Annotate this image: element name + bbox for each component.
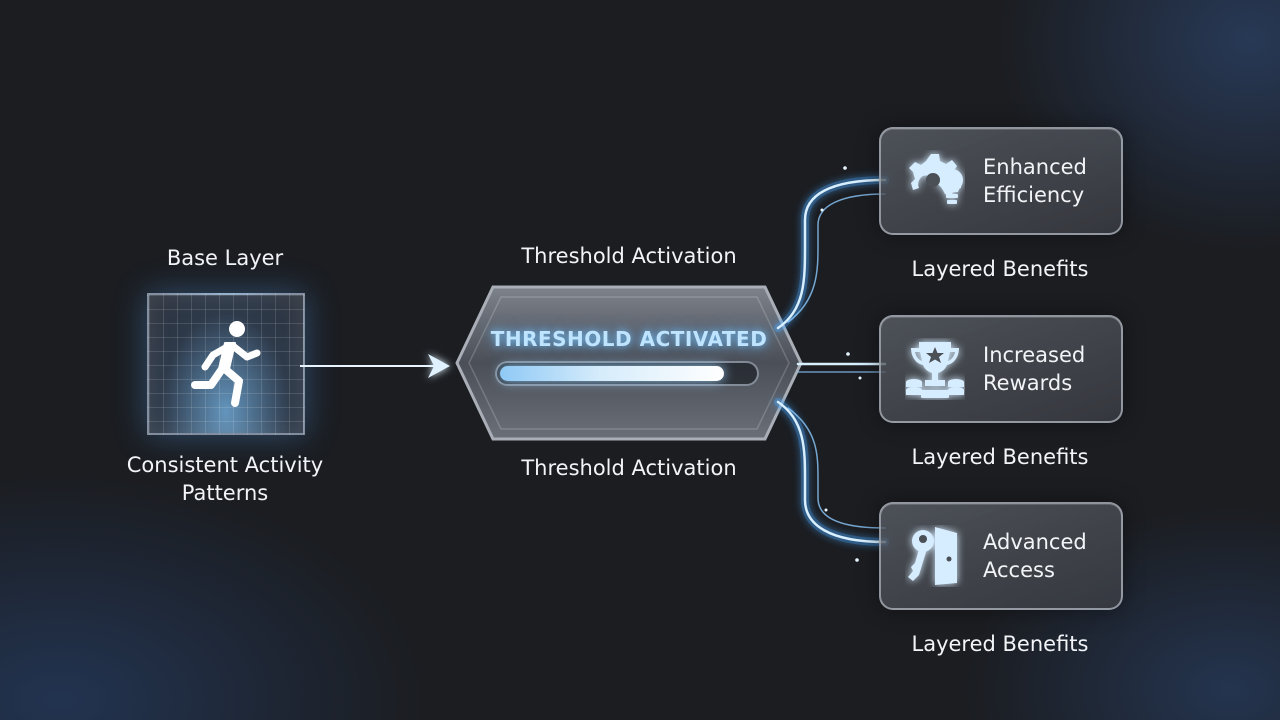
benefit-card-efficiency: Enhanced Efficiency <box>879 127 1123 235</box>
benefit-title-line2: Access <box>983 558 1055 582</box>
base-layer-box <box>147 293 305 435</box>
threshold-progress-fill <box>500 366 724 381</box>
benefit-caption: Layered Benefits <box>911 257 1089 281</box>
trophy-coins-icon <box>906 342 964 398</box>
key-door-icon <box>908 527 957 585</box>
threshold-label-top: Threshold Activation <box>521 244 737 268</box>
benefit-title-line2: Efficiency <box>983 183 1085 207</box>
threshold-label-bottom: Threshold Activation <box>521 456 737 480</box>
benefit-caption: Layered Benefits <box>911 632 1089 656</box>
benefit-title-line1: Enhanced <box>983 155 1087 179</box>
base-layer-title: Base Layer <box>166 246 284 270</box>
threshold-progress-bar <box>495 361 759 386</box>
running-person-icon <box>191 321 261 407</box>
threshold-status: THRESHOLD ACTIVATED <box>490 327 768 351</box>
benefit-title-line2: Rewards <box>983 371 1073 395</box>
benefit-card-rewards: Increased Rewards <box>879 315 1123 423</box>
benefit-caption: Layered Benefits <box>911 445 1089 469</box>
flow-arrow <box>300 354 450 378</box>
benefit-flow-lines <box>774 166 889 562</box>
benefit-title-line1: Increased <box>983 343 1086 367</box>
gear-lightbulb-icon <box>909 154 963 204</box>
base-layer-caption: Consistent Activity Patterns <box>126 453 324 505</box>
benefit-title-line1: Advanced <box>983 530 1087 554</box>
benefit-card-access: Advanced Access <box>879 502 1123 610</box>
